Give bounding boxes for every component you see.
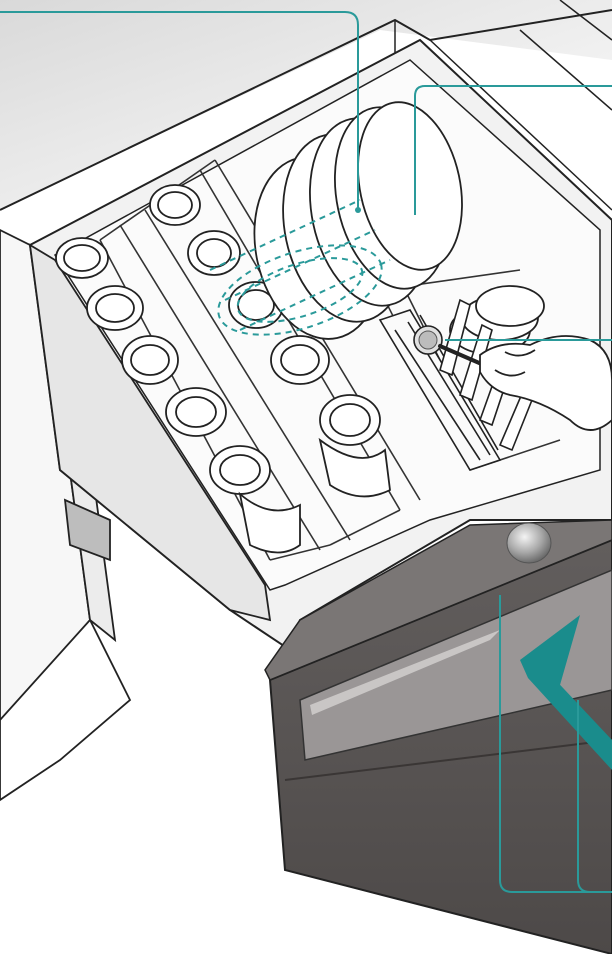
drawer-knob-icon[interactable] — [507, 523, 551, 563]
callout-dot — [355, 207, 361, 213]
